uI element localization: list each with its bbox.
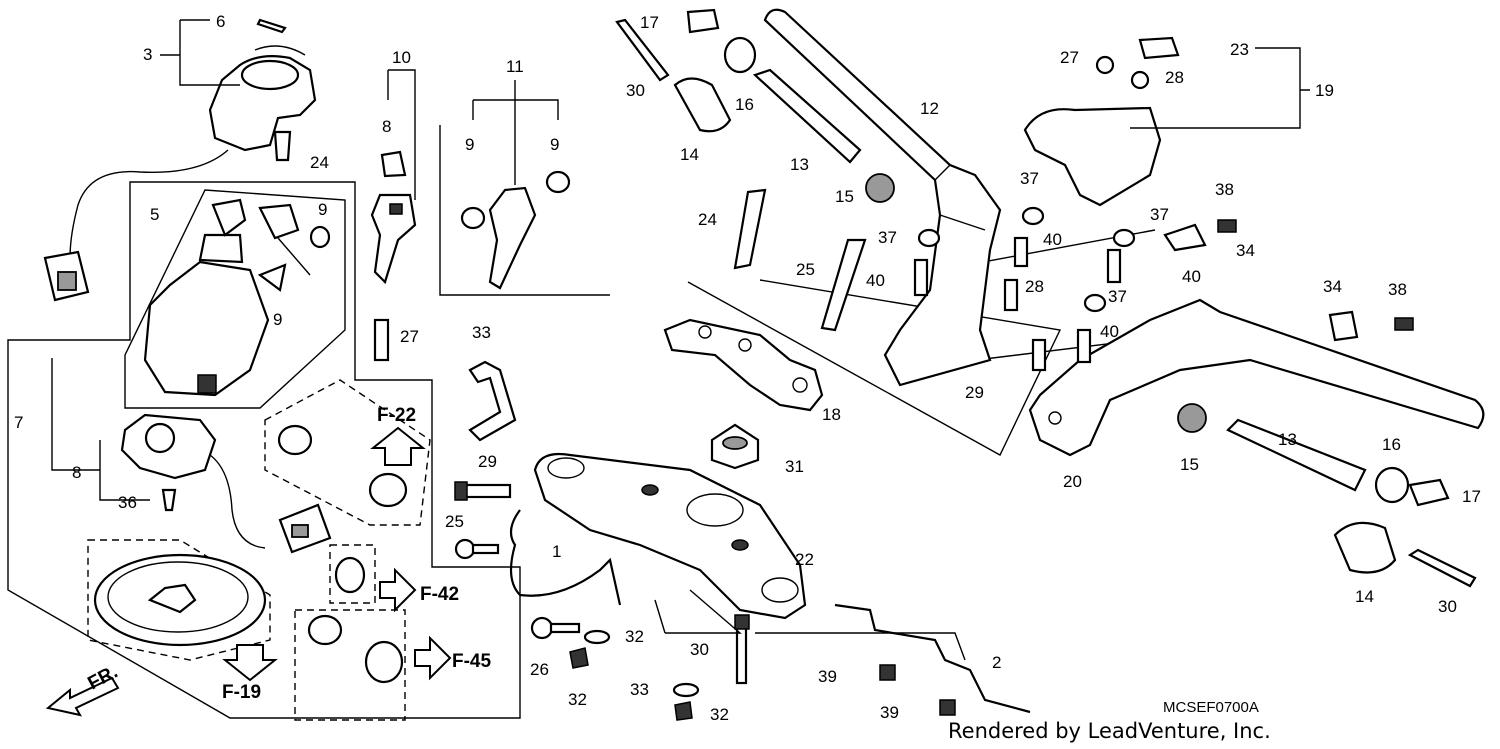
callout-37a: 37 [878,228,897,247]
ref-f45: F-45 [452,651,492,672]
reference-labels: F-22 F-42 F-45 F-19 FR. [84,405,491,703]
callout-17a: 17 [640,13,659,32]
key [370,150,417,285]
callout-21: 22 [795,550,814,569]
credit-text: Rendered by LeadVenture, Inc. [948,719,1271,743]
callout-28b: 29 [965,383,984,402]
callout-18: 18 [822,405,841,424]
callout-14b: 14 [1355,587,1374,606]
wires [509,509,1031,714]
callout-4: 6 [216,12,225,31]
bar-end-left [615,8,895,203]
callout-35: 33 [472,323,491,342]
handlebar-left [763,8,1002,387]
connector-plug [43,250,90,302]
clamps-right [1163,219,1414,342]
callout-6: 7 [14,413,23,432]
callout-20: 20 [1063,472,1082,491]
callout-8b: 9 [273,310,282,329]
upper-bracket [663,318,824,412]
callout-22: 23 [1230,40,1249,59]
leader-lines [160,19,1310,661]
callout-38b: 38 [1388,280,1407,299]
callout-40c: 40 [1182,267,1201,286]
callout-9a: 9 [318,200,327,219]
callout-33a: 32 [625,627,644,646]
callout-33b: 33 [630,680,649,699]
callout-40d: 40 [1100,322,1119,341]
callout-27a: 27 [1060,48,1079,67]
ignition-switch [143,198,331,397]
small-fasteners [161,130,956,721]
callout-1: 1 [552,542,561,561]
callout-10: 10 [392,48,411,67]
callout-16b: 16 [1382,435,1401,454]
callout-8a: 8 [382,117,391,136]
cap-plate [93,553,267,647]
callout-40b: 40 [1043,230,1062,249]
callout-39b: 39 [880,703,899,722]
meter-cover [1023,36,1180,207]
callout-29b: 30 [690,640,709,659]
callout-37c: 37 [1150,205,1169,224]
bar-end-right [1177,403,1477,588]
callout-26: 27 [400,327,419,346]
callout-38a: 38 [1215,180,1234,199]
callout-28a: 28 [1025,277,1044,296]
grommets [277,424,408,684]
callout-15a: 15 [835,187,854,206]
callout-23: 24 [310,153,329,172]
callout-16a: 16 [735,95,754,114]
tie-strap [468,360,517,442]
ref-arrows [45,426,452,717]
transponder-key [460,170,571,290]
callout-30b: 30 [1438,597,1457,616]
callout-24a: 24 [698,210,717,229]
callout-29a: 29 [478,452,497,471]
callout-30a: 30 [626,81,645,100]
callout-34b: 34 [1323,277,1342,296]
callout-14a: 14 [680,145,699,164]
callout-labels: 6 3 24 5 7 8 36 10 8 9 9 9 9 11 27 33 29… [14,12,1481,724]
switch-module [120,413,332,554]
callout-24b: 25 [796,260,815,279]
callout-31: 31 [785,457,804,476]
fasteners-right [913,206,1136,372]
callout-5: 5 [150,205,159,224]
top-bridge [533,452,807,620]
callout-34a: 34 [1236,241,1255,260]
handlebar-right [1028,298,1485,457]
callout-2: 2 [992,653,1001,672]
callout-12: 12 [920,99,939,118]
callout-11: 11 [506,57,524,76]
callout-36: 36 [118,493,137,512]
callout-25a: 25 [445,512,464,531]
callout-27b: 28 [1165,68,1184,87]
callout-40a: 40 [866,271,885,290]
callout-13a: 13 [790,155,809,174]
callout-13b: 13 [1278,430,1297,449]
callout-19: 19 [1315,81,1334,100]
callout-39a: 39 [818,667,837,686]
callout-9b: 9 [465,135,474,154]
callout-32a: 32 [568,690,587,709]
ignition-cover [69,18,317,259]
callout-7: 8 [72,463,81,482]
callout-25b: 26 [530,660,549,679]
stem-nut [710,423,760,470]
diagram-code: MCSEF0700A [1163,699,1259,716]
callout-37b: 37 [1020,169,1039,188]
bolts-24 [733,188,867,332]
callout-17b: 17 [1462,487,1481,506]
callout-3: 3 [143,45,152,64]
callout-37d: 37 [1108,287,1127,306]
ref-f42: F-42 [420,584,459,605]
dashed-boxes [87,379,431,721]
callout-15b: 15 [1180,455,1199,474]
callout-32b: 32 [710,705,729,724]
callout-9c: 9 [550,135,559,154]
ref-f19: F-19 [222,682,261,703]
ref-f22: F-22 [377,405,416,426]
